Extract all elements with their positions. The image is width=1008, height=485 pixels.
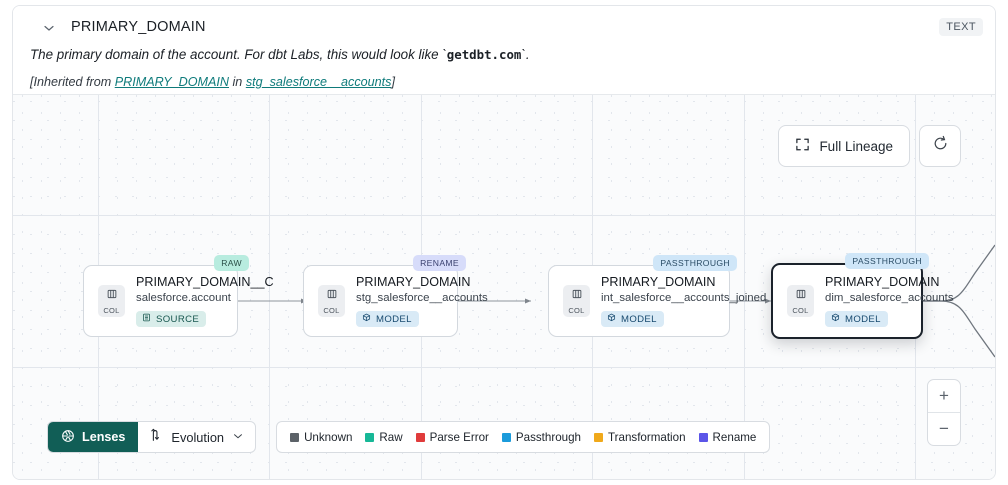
node-kind-badge: MODEL [825, 311, 888, 327]
node-source-name: salesforce.account [136, 292, 231, 304]
node-column-name: PRIMARY_DOMAIN [356, 275, 471, 289]
aperture-icon [61, 429, 75, 446]
column-detail-panel: PRIMARY_DOMAIN TEXT The primary domain o… [12, 5, 996, 480]
lineage-node[interactable]: COL PRIMARY_DOMAIN int_salesforce__accou… [548, 255, 766, 337]
column-chip: COL [98, 285, 125, 317]
lineage-edges [237, 244, 995, 358]
node-body: PRIMARY_DOMAIN dim_salesforce_accounts M… [825, 275, 954, 327]
lenses-button[interactable]: Lenses [48, 422, 139, 452]
lineage-node[interactable]: COL PRIMARY_DOMAIN stg_salesforce__accou… [303, 255, 488, 337]
lineage-node[interactable]: COL PRIMARY_DOMAIN__C salesforce.account… [83, 255, 274, 337]
refresh-icon [932, 135, 949, 157]
column-chip-label: COL [323, 306, 340, 315]
legend-swatch [415, 432, 425, 442]
node-body: PRIMARY_DOMAIN stg_salesforce__accounts … [356, 275, 488, 327]
node-kind-label: SOURCE [156, 313, 200, 325]
lenses-group: Lenses Evolution [47, 421, 257, 453]
node-kind-label: MODEL [376, 313, 412, 325]
zoom-in-button[interactable]: + [939, 386, 949, 405]
legend-swatch [501, 432, 511, 442]
zoom-divider [928, 412, 960, 413]
node-source-name: stg_salesforce__accounts [356, 292, 488, 304]
node-column-name: PRIMARY_DOMAIN [601, 275, 716, 289]
node-kind-label: MODEL [845, 313, 881, 325]
database-icon [142, 313, 151, 325]
legend-item: Parse Error [415, 430, 489, 444]
zoom-out-button[interactable]: − [939, 419, 949, 438]
columns-icon [326, 287, 338, 305]
inherited-prefix: [Inherited from [30, 75, 115, 89]
legend-label: Raw [379, 430, 403, 444]
node-source-name: int_salesforce__accounts_joined [601, 292, 767, 304]
legend-item: Unknown [290, 431, 352, 444]
columns-icon [106, 287, 118, 305]
description-code: getdbt.com [446, 47, 522, 62]
column-chip: COL [318, 285, 345, 317]
column-chip: COL [787, 285, 814, 317]
inherited-column-link[interactable]: PRIMARY_DOMAIN [114, 75, 229, 89]
chevron-down-icon[interactable] [41, 20, 57, 36]
legend-item: Transformation [594, 431, 686, 444]
node-kind-badge: SOURCE [136, 311, 207, 327]
columns-icon [795, 287, 807, 305]
legend-label: Rename [712, 430, 757, 444]
refresh-button[interactable] [919, 125, 961, 167]
column-chip-label: COL [568, 306, 585, 315]
inherited-from-note: [Inherited from PRIMARY_DOMAIN in stg_sa… [30, 75, 395, 89]
cube-icon [607, 313, 616, 325]
legend-label: Unknown [304, 430, 353, 444]
node-tag-badge: PASSTHROUGH [653, 255, 737, 271]
column-chip: COL [563, 285, 590, 317]
legend-label: Passthrough [515, 430, 581, 444]
legend-swatch [698, 432, 708, 442]
zoom-controls: + − [927, 379, 961, 446]
legend-swatch [365, 432, 375, 442]
inherited-suffix: ] [391, 75, 395, 89]
inherited-model-link[interactable]: stg_salesforce__accounts [245, 75, 392, 89]
canvas-bottom-bar: Lenses Evolution [47, 421, 771, 453]
column-description: The primary domain of the account. For d… [30, 47, 530, 62]
legend-label: Transformation [608, 430, 686, 444]
node-kind-badge: MODEL [356, 311, 419, 327]
expand-icon [795, 137, 810, 155]
lineage-canvas[interactable]: Full Lineage [13, 95, 995, 479]
chevron-down-icon [232, 430, 244, 445]
node-source-name: dim_salesforce_accounts [825, 292, 954, 304]
legend-item: Passthrough [501, 430, 581, 444]
node-column-name: PRIMARY_DOMAIN [825, 275, 940, 289]
cube-icon [362, 313, 371, 325]
column-chip-label: COL [792, 306, 809, 315]
updown-arrows-icon [149, 428, 163, 446]
description-text-pre: The primary domain of the account. For d… [30, 47, 447, 62]
lineage-node-selected[interactable]: COL PRIMARY_DOMAIN dim_salesforce_accoun… [771, 253, 954, 339]
canvas-toolbar: Full Lineage [778, 125, 961, 167]
columns-icon [571, 287, 583, 305]
legend-swatch [594, 432, 603, 442]
legend-label: Parse Error [429, 430, 489, 444]
description-text-post: `. [521, 47, 530, 62]
legend-swatch [290, 432, 300, 442]
node-body: PRIMARY_DOMAIN int_salesforce__accounts_… [601, 275, 766, 327]
evolution-label: Evolution [171, 429, 225, 445]
column-chip-label: COL [103, 306, 120, 315]
page-title: PRIMARY_DOMAIN [71, 19, 206, 35]
node-column-name: PRIMARY_DOMAIN__C [136, 275, 274, 289]
type-badge: TEXT [939, 18, 983, 36]
inherited-mid: in [229, 75, 246, 89]
cube-icon [831, 313, 840, 325]
node-tag-badge: PASSTHROUGH [845, 253, 929, 269]
legend-item: Raw [365, 430, 403, 444]
panel-header: PRIMARY_DOMAIN TEXT The primary domain o… [13, 6, 995, 95]
lenses-label: Lenses [82, 430, 126, 444]
full-lineage-button[interactable]: Full Lineage [778, 125, 910, 167]
full-lineage-label: Full Lineage [819, 138, 893, 154]
legend-item: Rename [698, 430, 757, 444]
lineage-legend: Unknown Raw Parse Error Passthrough Tran… [276, 421, 771, 453]
node-kind-label: MODEL [621, 313, 657, 325]
node-tag-badge: RENAME [413, 255, 466, 271]
node-kind-badge: MODEL [601, 311, 664, 327]
evolution-dropdown[interactable]: Evolution [138, 422, 255, 452]
node-tag-badge: RAW [214, 255, 249, 271]
node-body: PRIMARY_DOMAIN__C salesforce.account SOU… [136, 275, 274, 327]
